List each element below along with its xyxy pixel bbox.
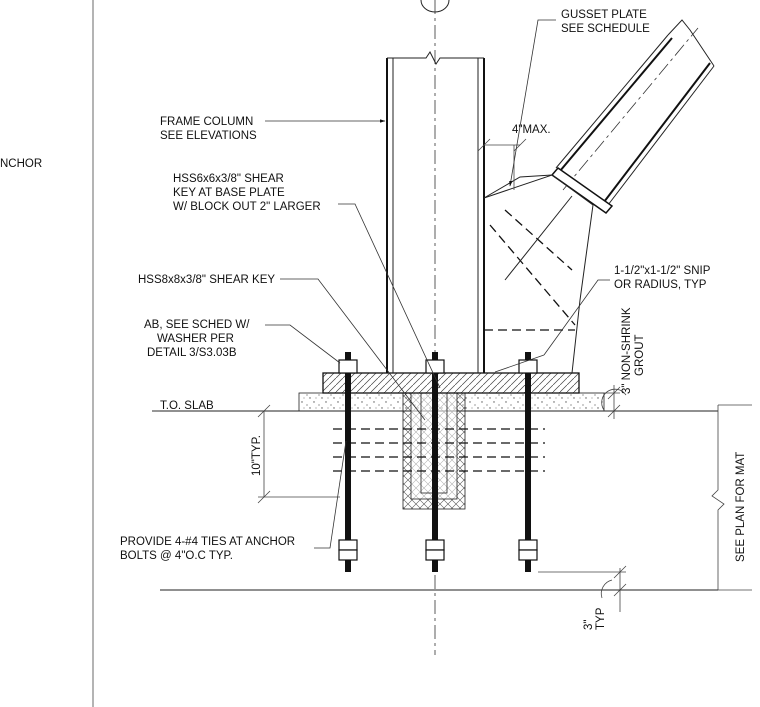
mat-break-line (711, 405, 725, 590)
anchor-bolt-center (425, 352, 445, 572)
cover-dimension (538, 565, 627, 612)
slab-note: T.O. SLAB (160, 400, 214, 412)
leader-snip (543, 279, 610, 356)
grout-note: 3" NON-SHRINK GROUT (621, 304, 646, 394)
embed-depth-note: 10"TYP. (251, 435, 263, 476)
gusset-plate (483, 174, 594, 374)
frame-column-note: FRAME COLUMN SEE ELEVATIONS (160, 116, 257, 142)
anchor-bolt-right (518, 352, 538, 572)
embed-dimension (257, 404, 340, 504)
hss8-shear-key-note: HSS8x8x3/8" SHEAR KEY (138, 274, 275, 286)
leader-hss8 (280, 278, 426, 421)
ties-note: PROVIDE 4-#4 TIES AT ANCHOR BOLTS @ 4"O.… (120, 536, 298, 562)
cut-off-note: NCHOR (0, 158, 42, 170)
leader-ab (265, 324, 341, 364)
anchor-bolt-note: AB, SEE SCHED W/ WASHER PER DETAIL 3/S3.… (144, 319, 253, 359)
hss6-shear-key-note: HSS6x6x3/8" SHEAR KEY AT BASE PLATE W/ B… (173, 173, 321, 213)
anchor-bolt-left (338, 352, 358, 572)
max-gap-dimension (477, 138, 527, 190)
snip-note: 1-1/2"x1-1/2" SNIP OR RADIUS, TYP (614, 265, 713, 291)
leader-ties (314, 440, 347, 549)
frame-column (386, 51, 485, 373)
gusset-note: GUSSET PLATE SEE SCHEDULE (561, 9, 650, 35)
cover-note: 3" TYP (583, 607, 607, 630)
anchor-ties (333, 428, 545, 472)
base-plate (322, 372, 580, 394)
max-gap-note: 4"MAX. (512, 124, 551, 136)
leader-gusset (509, 19, 556, 187)
diagonal-brace (550, 19, 715, 215)
leader-hss6 (338, 203, 441, 389)
grout-dimension (580, 385, 627, 419)
leader-snip-2 (494, 354, 545, 373)
mat-reference-note: SEE PLAN FOR MAT (735, 452, 747, 562)
